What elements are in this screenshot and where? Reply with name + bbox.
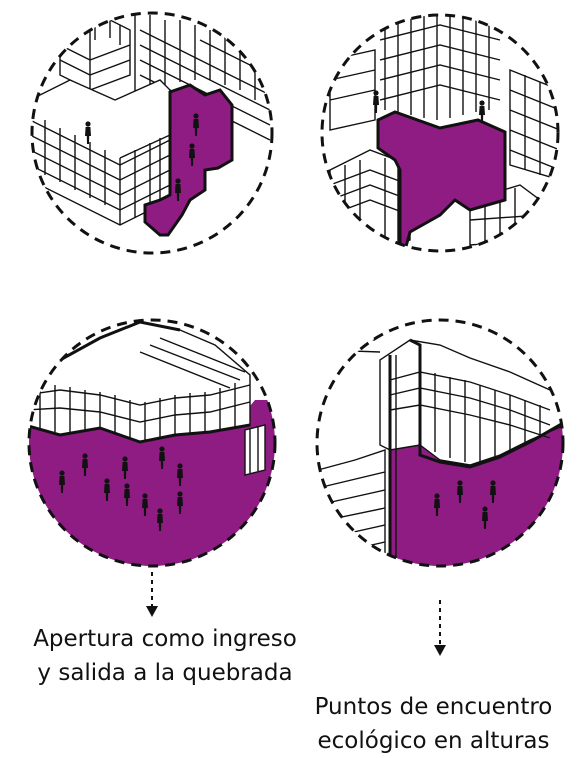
- person-figure: [373, 90, 379, 113]
- tower-facade: [329, 15, 558, 181]
- caption-right-line2: ecológico en alturas: [317, 728, 550, 754]
- vignette-bottom-right: [315, 318, 565, 568]
- building-main-block: [32, 79, 171, 226]
- vignette-bottom-left: [27, 318, 277, 568]
- vignette-boundary: [320, 13, 560, 253]
- arrow-left: [146, 572, 158, 617]
- public-space-fill: [143, 83, 234, 237]
- caption-right-line1: Puntos de encuentro: [314, 694, 553, 720]
- vignette-boundary: [27, 318, 277, 568]
- public-space-fill: [29, 400, 275, 566]
- building-overhang: [29, 321, 251, 443]
- building-back-facade: [134, 15, 271, 141]
- vignette-boundary: [315, 318, 565, 568]
- vignette-boundary: [30, 11, 274, 255]
- caption-right: Puntos de encuentro ecológico en alturas: [290, 690, 577, 758]
- arrow-right: [434, 600, 446, 656]
- caption-left: Apertura como ingreso y salida a la queb…: [0, 622, 330, 690]
- vignette-top-left: [30, 11, 274, 255]
- public-space-fill: [376, 110, 507, 251]
- vignette-top-right: [320, 13, 560, 253]
- caption-left-line1: Apertura como ingreso: [33, 626, 297, 652]
- building-upper-left: [59, 14, 131, 91]
- caption-left-line2: y salida a la quebrada: [37, 660, 293, 686]
